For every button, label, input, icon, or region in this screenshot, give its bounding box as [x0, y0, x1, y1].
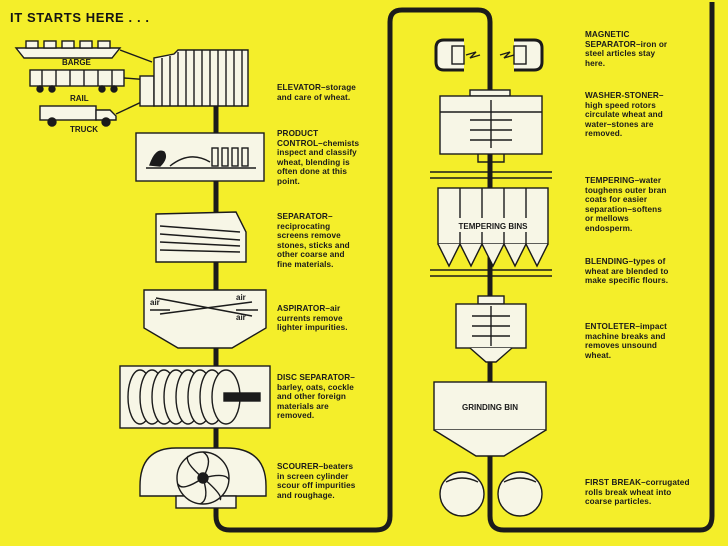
step-product-control-text: PRODUCT CONTROL–chemists inspect and cla… [277, 129, 360, 186]
elevator-icon [139, 49, 249, 107]
diagram-title: IT STARTS HERE . . . [10, 10, 150, 25]
grinding-bin-label: GRINDING BIN [462, 403, 518, 412]
first-break-rolls-icon [439, 471, 543, 517]
step-separator-text: SEPARATOR– reciprocating screens remove … [277, 212, 350, 269]
step-first-break-text: FIRST BREAK–corrugated rolls break wheat… [585, 478, 690, 507]
air-label-right-top: air [236, 293, 246, 302]
air-label-left: air [150, 298, 160, 307]
truck-icon [39, 97, 151, 127]
rail-label: RAIL [70, 94, 89, 103]
grinding-bin-icon: GRINDING BIN [433, 381, 547, 457]
step-magnetic-separator-text: MAGNETIC SEPARATOR–iron or steel article… [585, 30, 668, 68]
barge-label: BARGE [62, 58, 91, 67]
entoleter-icon [455, 295, 527, 363]
scourer-icon [139, 447, 267, 509]
step-disc-separator-text: DISC SEPARATOR– barley, oats, cockle and… [277, 373, 355, 421]
separator-icon [155, 211, 247, 268]
step-scourer-text: SCOURER–beaters in screen cylinder scour… [277, 462, 356, 500]
flow-line [213, 2, 715, 533]
product-control-icon [135, 132, 265, 182]
air-label-right-bottom: air [236, 313, 246, 322]
step-entoleter-text: ENTOLETER–impact machine breaks and remo… [585, 322, 667, 360]
tempering-bins-icon: TEMPERING BINS [430, 171, 552, 277]
washer-stoner-icon [439, 89, 543, 163]
magnetic-separator-icon [434, 38, 544, 72]
step-elevator-text: ELEVATOR–storage and care of wheat. [277, 83, 356, 102]
barge-icon [14, 40, 153, 63]
rail-car-icon [29, 69, 151, 93]
step-aspirator-text: ASPIRATOR–air currents remove lighter im… [277, 304, 348, 333]
aspirator-icon: air air air [143, 289, 267, 349]
truck-label: TRUCK [70, 125, 98, 134]
step-tempering-text: TEMPERING–water toughens outer bran coat… [585, 176, 667, 233]
tempering-bins-label: TEMPERING BINS [459, 222, 529, 231]
disc-separator-icon [119, 365, 271, 429]
step-blending-text: BLENDING–types of wheat are blended to m… [585, 257, 669, 286]
step-washer-stoner-text: WASHER-STONER– high speed rotors circula… [585, 91, 664, 139]
